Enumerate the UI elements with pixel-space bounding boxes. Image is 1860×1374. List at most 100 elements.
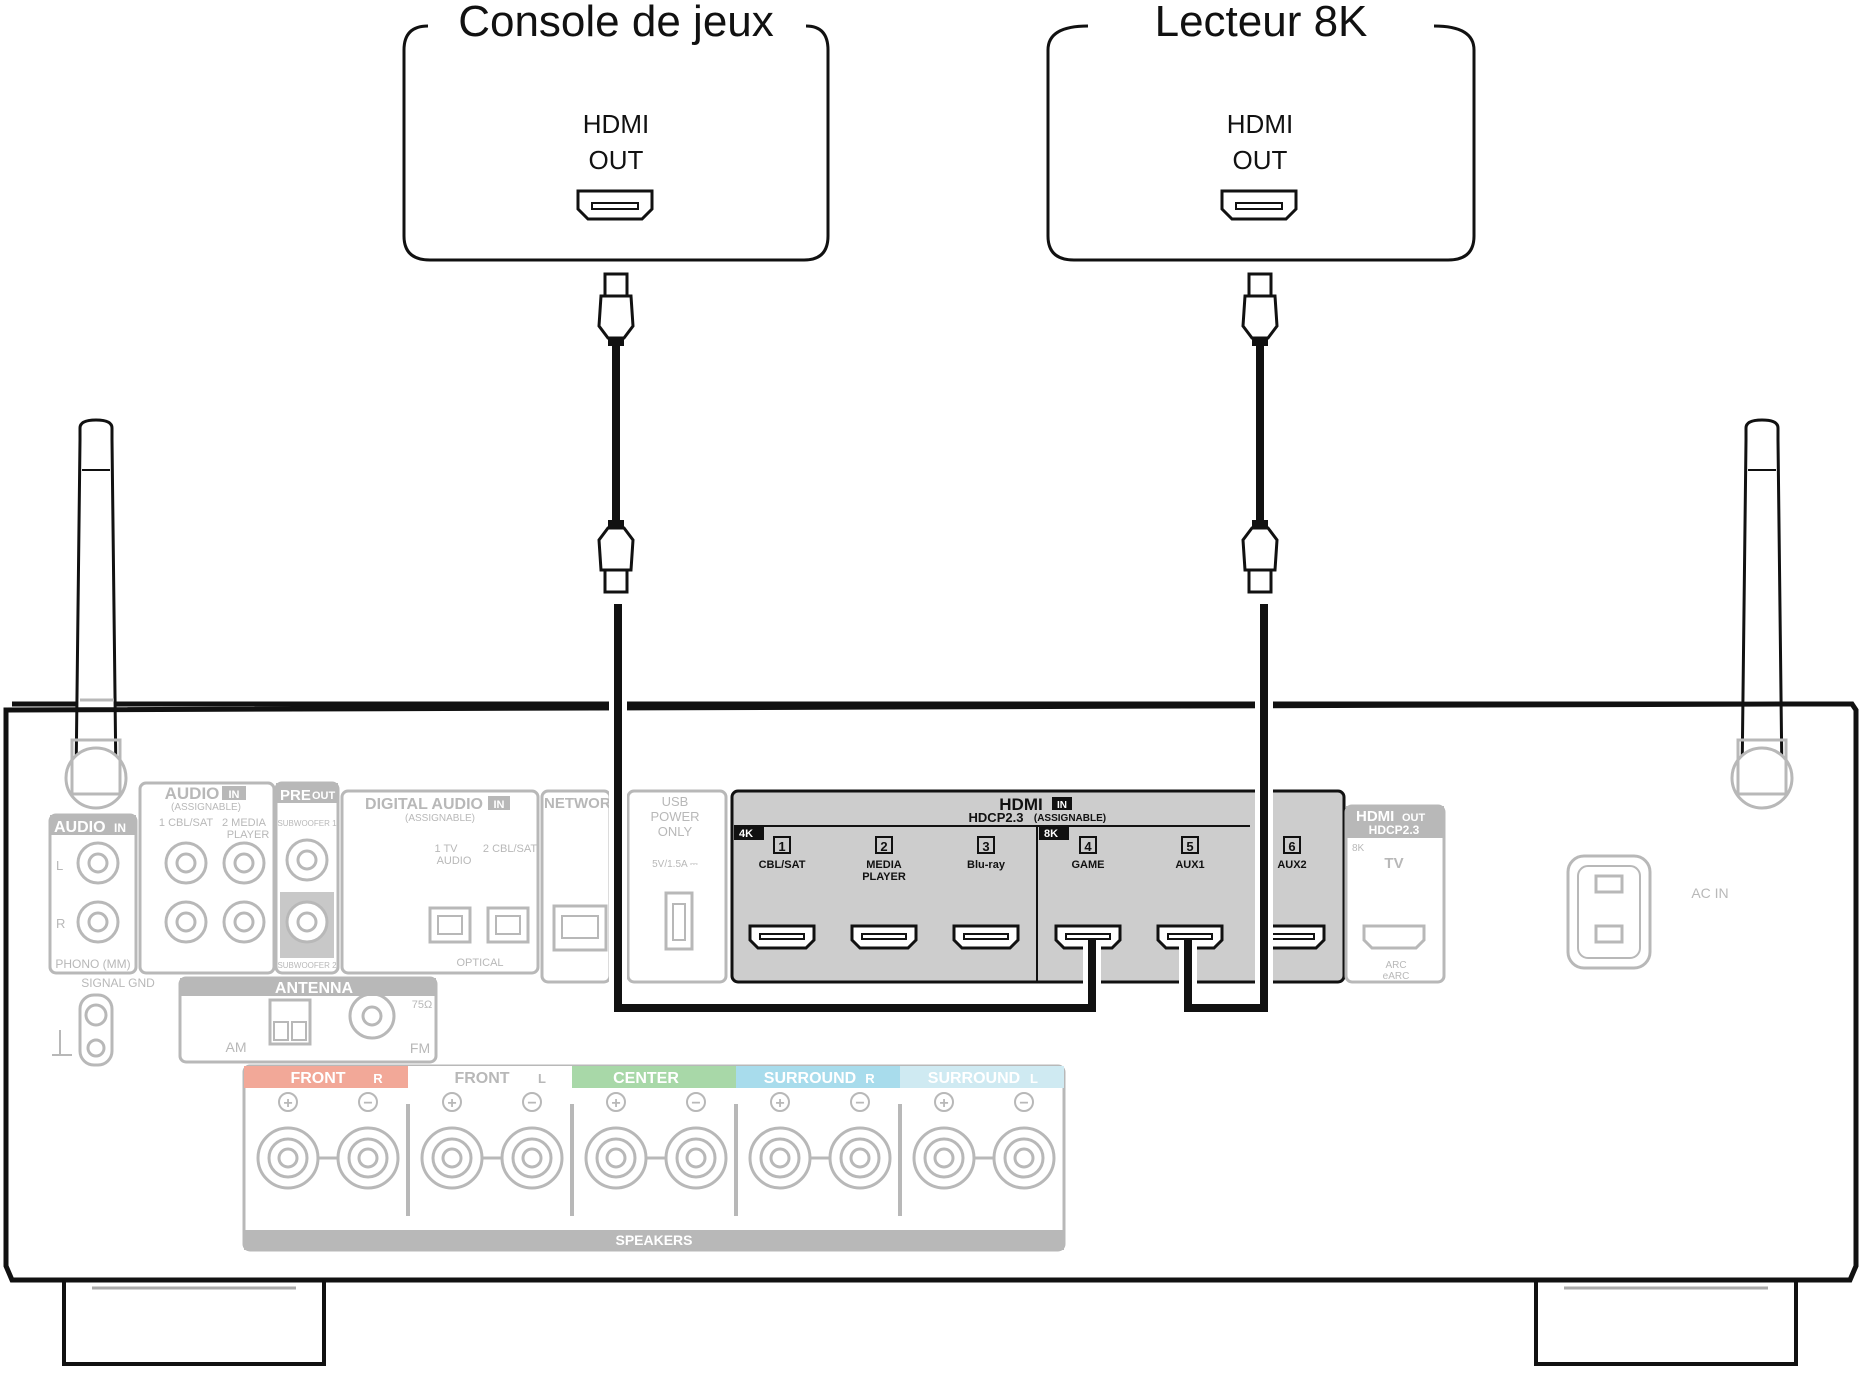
minus-sign: −: [855, 1095, 864, 1112]
speaker-group-label: FRONT: [290, 1070, 345, 1087]
minus-sign: −: [363, 1095, 372, 1112]
hdmi-in-port-number-box: [1283, 836, 1301, 854]
hdmi-in-panel: HDMI IN HDCP2.3 (ASSIGNABLE) 4K 8K 1CBL/…: [730, 789, 1346, 984]
plus-sign: +: [283, 1095, 292, 1112]
digital-audio-caption: OPTICAL: [456, 957, 503, 969]
hdmi-in-title: HDMI: [999, 795, 1042, 814]
hdmi-port-icon: [1362, 924, 1426, 950]
hdmi-in-port-number: 3: [982, 839, 989, 854]
audio-in-phono-panel: AUDIO IN L R PHONO (MM): [48, 813, 138, 975]
minus-sign: −: [527, 1095, 536, 1112]
pre-out-panel: PRE OUT SUBWOOFER 1 SUBWOOFER 2: [274, 781, 340, 975]
device-player8k-port-label: HDMI: [1227, 109, 1293, 139]
speaker-terminal-minus[interactable]: −: [992, 1092, 1056, 1190]
hdmi-in-port-number-box: [1079, 836, 1097, 854]
antenna-panel: ANTENNA AM FM 75Ω: [178, 976, 438, 1064]
audio-in-phono-caption: PHONO (MM): [55, 957, 130, 971]
hdmi-port-icon: [1054, 924, 1122, 950]
hdmi-out-arc: ARC: [1385, 960, 1406, 971]
hdmi-port-icon: [1156, 924, 1224, 950]
hdmi-out-label: TV: [1384, 855, 1403, 872]
digital-audio-in1: 1 TV: [434, 843, 458, 855]
usb-label-3: ONLY: [658, 824, 693, 839]
device-player8k-title: Lecteur 8K: [1155, 0, 1368, 46]
digital-audio-in2: 2 CBL/SAT: [483, 843, 537, 855]
pre-out-badge: OUT: [312, 790, 336, 802]
antenna-left-icon: [64, 418, 128, 810]
hdmi-in-sub: HDCP2.3: [969, 810, 1024, 825]
ac-inlet-icon: [1566, 854, 1652, 970]
plus-sign: +: [611, 1095, 620, 1112]
audio-in-phono-l: L: [56, 858, 63, 873]
speaker-terminal-plus[interactable]: +: [912, 1092, 976, 1190]
signal-gnd-label: SIGNAL GND: [81, 976, 155, 990]
digital-audio-panel: DIGITAL AUDIO IN (ASSIGNABLE) 1 TV AUDIO…: [340, 789, 540, 975]
antenna-fm: FM: [410, 1040, 430, 1056]
antenna-title: ANTENNA: [275, 980, 354, 997]
antenna-am: AM: [226, 1039, 247, 1055]
speaker-group-label: FRONT: [454, 1070, 509, 1087]
hdmi-port-icon: [1220, 189, 1298, 221]
speaker-group-side: R: [865, 1071, 875, 1086]
plus-sign: +: [939, 1095, 948, 1112]
speaker-terminal-group: CENTER+−: [570, 1066, 736, 1216]
hdmi-in-sub2: (ASSIGNABLE): [1034, 813, 1106, 824]
hdmi-in-port-number: 6: [1288, 839, 1295, 854]
device-console: Console de jeux HDMI OUT: [402, 0, 830, 262]
audio-in-sub: (ASSIGNABLE): [171, 802, 241, 813]
audio-in-phono-r: R: [56, 916, 65, 931]
hdmi-out-tag: 8K: [1352, 843, 1365, 854]
hdmi-in-port-label: CBL/SAT: [759, 859, 806, 871]
hdmi-in-port-label: AUX1: [1175, 859, 1204, 871]
speaker-terminal-minus[interactable]: −: [500, 1092, 564, 1190]
plus-sign: +: [447, 1095, 456, 1112]
audio-in-panel: AUDIO IN (ASSIGNABLE) 1 CBL/SAT 2 MEDIA …: [138, 781, 276, 975]
plus-sign: +: [775, 1095, 784, 1112]
hdmi-out-panel: HDMI OUT HDCP2.3 8K TV ARC eARC: [1344, 804, 1446, 984]
hdmi-out-title: HDMI: [1356, 808, 1394, 825]
hdmi-in-port-label: Blu-ray: [967, 859, 1006, 871]
hdmi-in-port-number: 1: [778, 839, 785, 854]
audio-in-input-1: 1 CBL/SAT: [159, 817, 213, 829]
speaker-terminal-minus[interactable]: −: [828, 1092, 892, 1190]
hdmi-out-sub: HDCP2.3: [1369, 823, 1420, 837]
hdmi-in-tag-8k: 8K: [1044, 828, 1058, 840]
hdmi-in-port-number-box: [773, 836, 791, 854]
minus-sign: −: [1019, 1095, 1028, 1112]
speaker-group-label: SURROUND: [764, 1070, 856, 1087]
speaker-terminal-plus[interactable]: +: [584, 1092, 648, 1190]
hdmi-in-port-label: MEDIA: [866, 859, 902, 871]
hdmi-in-port-number-box: [977, 836, 995, 854]
hdmi-in-port-number-box: [1181, 836, 1199, 854]
hdmi-in-port-label: AUX2: [1277, 859, 1306, 871]
speaker-group-side: R: [373, 1071, 383, 1086]
digital-audio-badge: IN: [494, 799, 505, 811]
speaker-terminal-group: FRONT R + −: [244, 1066, 408, 1190]
digital-audio-in1b: AUDIO: [437, 855, 472, 867]
receiver: AUDIO IN L R PHONO (MM) SIGNAL GND AUDIO…: [3, 418, 1859, 1366]
pre-out-sub1: SUBWOOFER 1: [277, 819, 337, 828]
hdmi-in-port-number: 2: [880, 839, 887, 854]
hdmi-in-port-label-2: PLAYER: [862, 871, 906, 883]
speakers-caption: SPEAKERS: [615, 1232, 692, 1248]
speaker-terminal-plus[interactable]: +: [256, 1092, 320, 1190]
ac-in-label: AC IN: [1691, 885, 1728, 901]
speaker-group-header: [408, 1066, 572, 1088]
device-player8k: Lecteur 8K HDMI OUT: [1046, 0, 1476, 262]
hdmi-in-port-number-box: [875, 836, 893, 854]
hdmi-in-port-label: GAME: [1072, 859, 1105, 871]
device-console-port-label-2: OUT: [589, 145, 644, 175]
hdmi-in-badge: IN: [1057, 800, 1067, 811]
hdmi-port-icon: [850, 924, 918, 950]
network-panel: NETWORK: [540, 789, 622, 984]
